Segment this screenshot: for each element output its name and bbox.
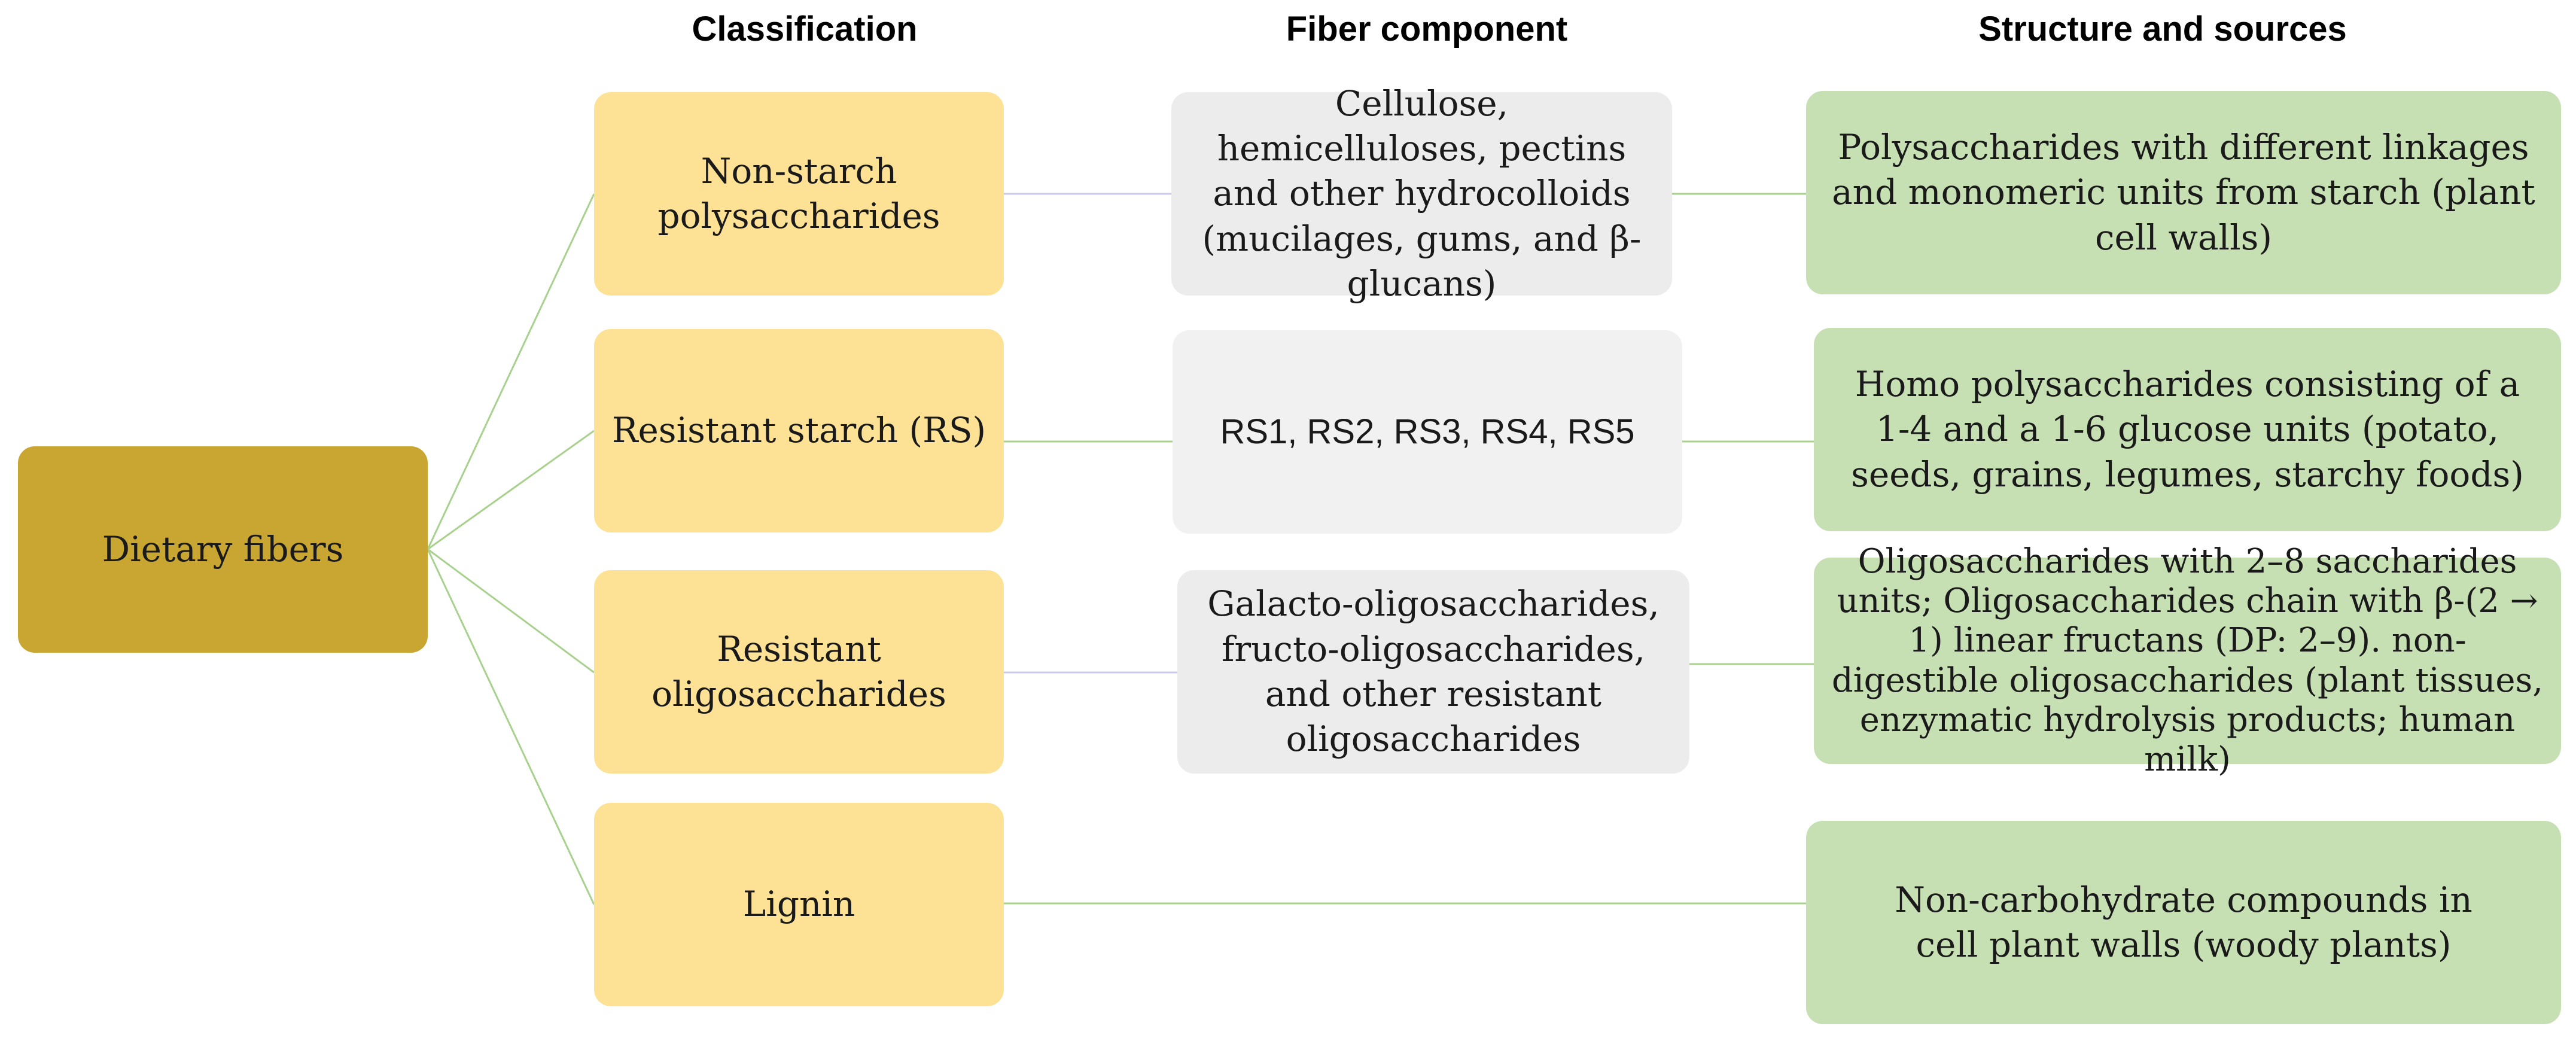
- connector-root-lignin: [427, 549, 595, 905]
- connector-root-non-starch: [427, 193, 595, 550]
- connector-root-resistant-starch: [427, 430, 595, 550]
- header-fiber-component: Fiber component: [1286, 9, 1568, 48]
- structure-resistant-oligosaccharides: Oligosaccharides with 2–8 saccharides un…: [1814, 542, 2561, 779]
- structure-lignin: Non-carbohydrate compounds in cell plant…: [1806, 821, 2561, 1024]
- structure-resistant-starch: Homo polysaccharides consisting of a 1-4…: [1814, 328, 2561, 531]
- classification-non-starch-polysaccharides: Non-starch polysaccharides: [594, 92, 1004, 296]
- root-dietary-fibers: Dietary fibers: [18, 446, 428, 653]
- classification-resistant-starch: Resistant starch (RS): [594, 329, 1004, 532]
- header-structure-sources: Structure and sources: [1978, 9, 2347, 48]
- header-classification: Classification: [692, 9, 918, 48]
- component-resistant-starch: RS1, RS2, RS3, RS4, RS5: [1173, 330, 1682, 534]
- classification-resistant-oligosaccharides: Resistant oligosaccharides: [594, 570, 1004, 774]
- component-non-starch: Cellulose, hemicelluloses, pectins and o…: [1171, 83, 1672, 304]
- component-resistant-oligosaccharides: Galacto-oligosaccharides, fructo-oligosa…: [1177, 570, 1689, 774]
- classification-lignin: Lignin: [594, 803, 1004, 1006]
- structure-non-starch: Polysaccharides with different linkages …: [1806, 91, 2561, 294]
- connector-root-resistant-oligo: [427, 548, 595, 674]
